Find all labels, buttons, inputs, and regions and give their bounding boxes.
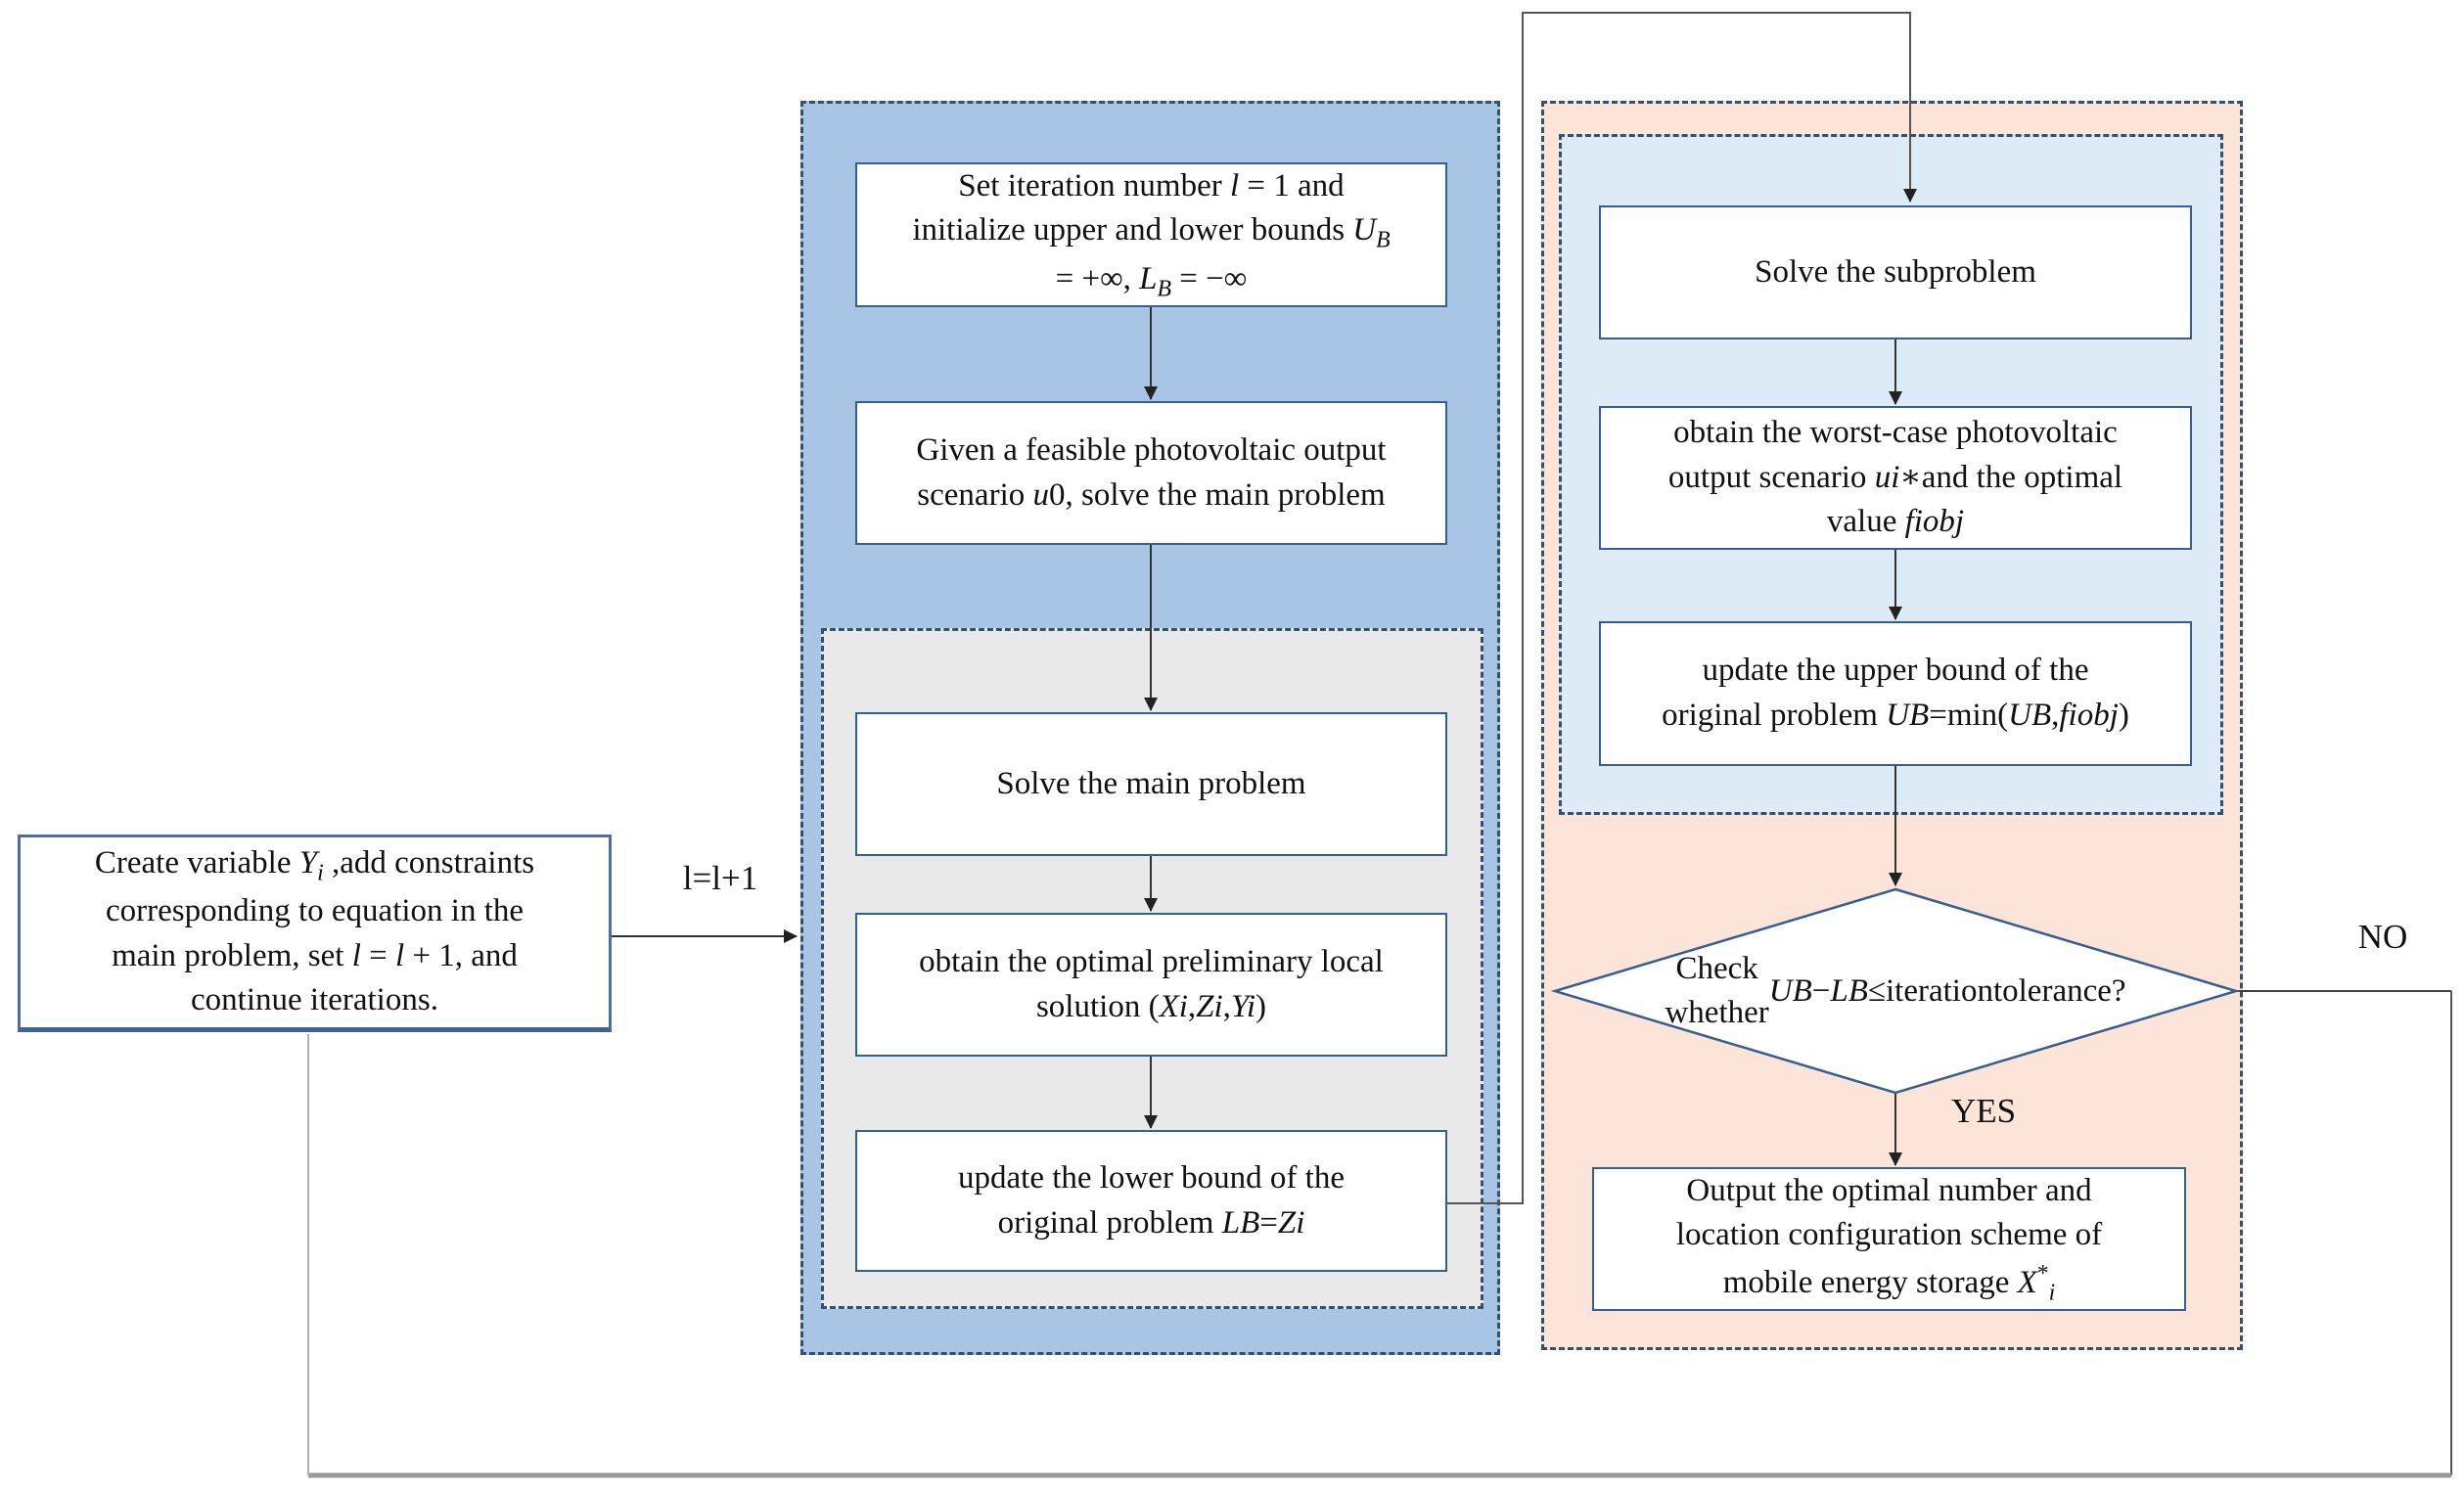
solve-subproblem-text: Solve the subproblem <box>1755 253 2036 290</box>
solve-subproblem-box: Solve the subproblem <box>1599 205 2192 339</box>
no-label: NO <box>2357 918 2408 956</box>
solve-main-problem-text: Solve the main problem <box>996 765 1306 801</box>
solve-main-problem-box: Solve the main problem <box>855 712 1447 856</box>
iteration-increment-label: l=l+1 <box>682 859 758 897</box>
yes-label: YES <box>1950 1092 2017 1130</box>
